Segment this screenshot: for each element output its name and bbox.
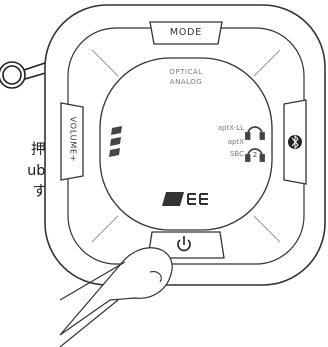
bluetooth-icon: [288, 134, 302, 150]
analog-label: ANALOG: [169, 78, 203, 86]
codec-aptx: aptX: [227, 138, 244, 146]
power-icon: [177, 236, 191, 252]
codec-aptx-ll: aptX-LL: [217, 124, 244, 132]
brand-logo: [162, 192, 208, 206]
headphone-icon: [245, 126, 265, 162]
center-panel: [99, 57, 273, 231]
optical-label: OPTICAL: [169, 68, 203, 76]
volume-label: VOLUME+: [68, 116, 78, 163]
volume-button[interactable]: [60, 102, 84, 181]
mode-button[interactable]: [149, 21, 223, 45]
headphone-badge: 2: [252, 151, 258, 159]
level-meter-icon: [109, 126, 122, 157]
codec-sbc: SBC: [229, 150, 244, 158]
grooves: [91, 49, 281, 243]
mode-label: MODE: [169, 27, 203, 38]
finger-illustration: [59, 247, 173, 347]
cable-loop-icon: [0, 61, 50, 89]
